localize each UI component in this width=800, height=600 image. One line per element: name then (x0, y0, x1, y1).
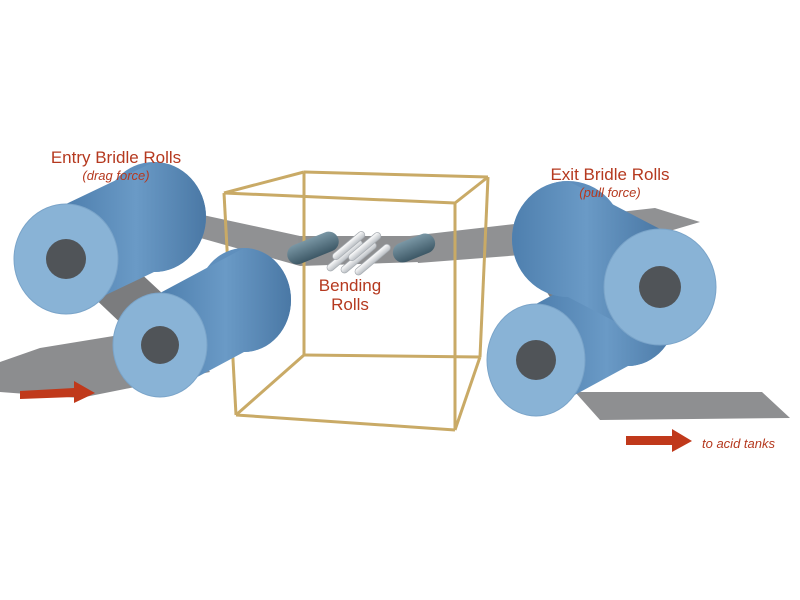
bending-rolls (287, 231, 436, 276)
exit-roll-upper-hub (639, 266, 681, 308)
exit-roll-lower-hub (516, 340, 556, 380)
exit-strip-ground (575, 392, 790, 420)
entry-bridle-note: (drag force) (82, 168, 150, 183)
entry-roll-lower (112, 248, 291, 398)
exit-bridle-title: Exit Bridle Rolls (550, 165, 670, 184)
exit-direction-arrow (626, 429, 692, 452)
entry-roll-upper-hub (46, 239, 86, 279)
bending-roll-steel-left (287, 231, 339, 265)
entry-bridle-title: Entry Bridle Rolls (50, 148, 182, 167)
exit-bridle-label: Exit Bridle Rolls (pull force) (525, 165, 695, 201)
bending-roll-light (326, 231, 391, 276)
bending-roll-steel-right (392, 233, 436, 263)
bending-rolls-label: Bending Rolls (300, 276, 400, 314)
exit-bridle-note: (pull force) (579, 185, 641, 200)
entry-bridle-label: Entry Bridle Rolls (drag force) (30, 148, 202, 184)
destination-label: to acid tanks (702, 436, 775, 451)
bridle-rolls (13, 162, 717, 417)
entry-roll-lower-hub (141, 326, 179, 364)
entry-direction-arrow (20, 381, 95, 403)
leveler-frame-back (302, 170, 490, 359)
bending-rolls-label-line1: Bending (318, 276, 382, 295)
bending-rolls-label-line2: Rolls (331, 295, 369, 314)
exit-roll-upper (512, 181, 717, 346)
entry-roll-upper (13, 162, 206, 315)
